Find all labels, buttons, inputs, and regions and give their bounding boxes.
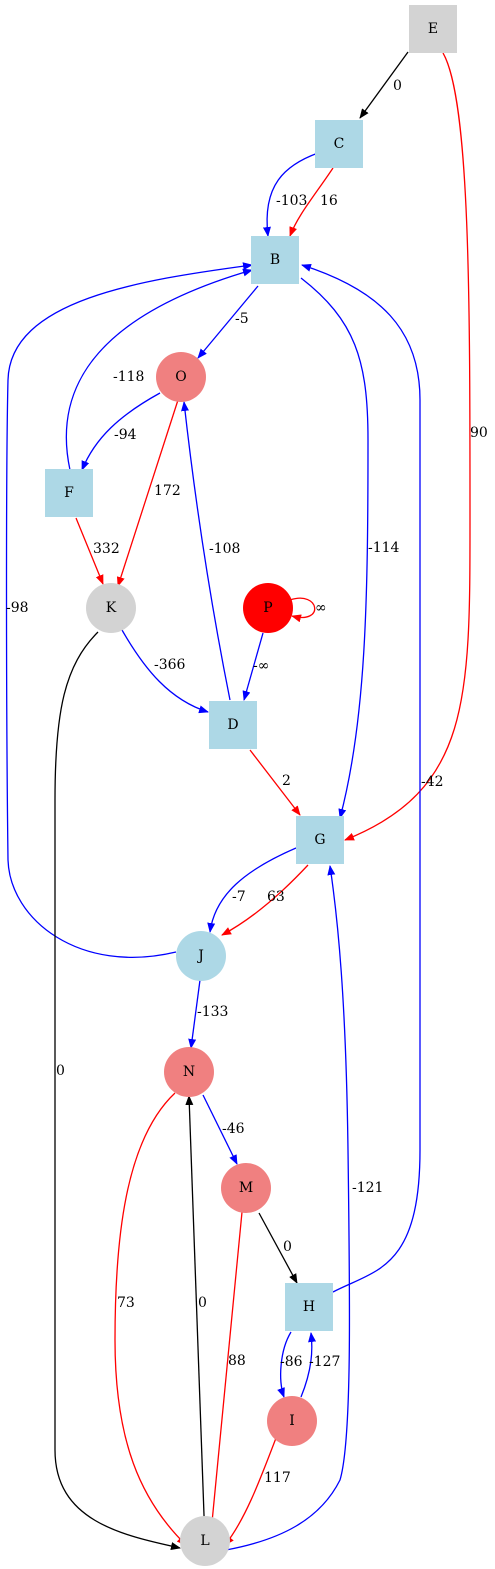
edge-label-m-h: 0 — [283, 1239, 292, 1255]
edge-labels: 0 90 -103 16 -5 -114 -118 -94 172 332 -3… — [6, 78, 488, 1486]
node-m[interactable]: M — [221, 1163, 271, 1213]
edge-label-l-n: 0 — [198, 1295, 207, 1311]
node-e-label: E — [428, 21, 438, 37]
edge-d-o — [181, 401, 231, 701]
edge-e-c — [359, 51, 409, 119]
node-e[interactable]: E — [409, 5, 457, 53]
node-c[interactable]: C — [315, 120, 363, 168]
edge-label-d-o: -108 — [209, 541, 240, 557]
edge-j-b — [5, 262, 253, 958]
edge-c-b-red — [289, 167, 334, 237]
edge-label-n-m: -46 — [222, 1121, 245, 1137]
edge-label-i-h: -127 — [309, 1354, 340, 1370]
edge-label-p-d: -∞ — [253, 658, 269, 674]
edge-label-n-l: 73 — [117, 1295, 135, 1311]
edge-o-f — [81, 392, 161, 471]
node-h-label: H — [303, 1299, 315, 1315]
edge-m-h — [258, 1212, 298, 1284]
edge-label-o-k: 172 — [154, 483, 181, 499]
edge-p-p — [289, 597, 316, 623]
node-n-label: N — [183, 1064, 195, 1080]
edge-label-f-b: -118 — [113, 369, 144, 385]
node-k[interactable]: K — [86, 583, 136, 633]
edge-j-n — [188, 979, 201, 1049]
node-l-label: L — [200, 1533, 209, 1549]
node-g[interactable]: G — [296, 816, 344, 864]
edge-k-d — [121, 629, 209, 714]
node-d-label: D — [227, 717, 238, 733]
node-d[interactable]: D — [209, 701, 257, 749]
edge-label-b-g: -114 — [368, 540, 400, 556]
edge-n-m — [202, 1094, 238, 1165]
edge-b-o — [197, 285, 259, 359]
edge-o-k — [116, 399, 179, 587]
edge-c-b-blue — [262, 152, 319, 237]
edge-label-k-d: -366 — [154, 657, 186, 673]
edge-label-j-b: -98 — [6, 600, 29, 616]
node-p-label: P — [263, 600, 272, 616]
edge-p-d — [242, 632, 264, 701]
edge-f-b — [65, 268, 253, 471]
edge-label-f-k: 332 — [93, 541, 120, 557]
node-f[interactable]: F — [45, 469, 93, 517]
edge-i-l — [224, 1437, 277, 1546]
node-p[interactable]: P — [243, 583, 293, 633]
edge-label-g-j-red: 63 — [267, 889, 285, 905]
node-l[interactable]: L — [180, 1516, 230, 1566]
edges — [5, 51, 471, 1551]
edge-i-h — [300, 1332, 317, 1398]
node-m-label: M — [239, 1180, 253, 1196]
node-g-label: G — [314, 832, 325, 848]
edge-l-g — [225, 865, 351, 1551]
edge-label-b-o: -5 — [235, 311, 249, 327]
node-j-label: J — [196, 948, 204, 964]
edge-label-d-g: 2 — [282, 773, 291, 789]
edge-label-k-l: 0 — [56, 1063, 65, 1079]
edge-g-j-blue — [207, 847, 297, 933]
edge-h-b — [301, 263, 421, 1293]
edge-b-g — [300, 277, 369, 819]
edge-label-h-b: -42 — [421, 774, 444, 790]
node-k-label: K — [106, 600, 117, 616]
edge-h-i — [277, 1331, 292, 1398]
edge-l-n — [185, 1095, 206, 1544]
edge-label-g-j-blue: -7 — [232, 889, 246, 905]
edge-k-l — [54, 631, 181, 1551]
edge-f-k — [75, 517, 104, 585]
nodes: E C B F D G H O — [45, 5, 457, 1566]
node-i-label: I — [289, 1413, 295, 1429]
edge-m-l — [206, 1211, 243, 1544]
node-i[interactable]: I — [267, 1396, 317, 1446]
node-o[interactable]: O — [156, 352, 206, 402]
node-o-label: O — [175, 369, 186, 385]
edge-label-i-l: 117 — [264, 1470, 291, 1486]
edge-label-m-l: 88 — [228, 1353, 246, 1369]
node-n[interactable]: N — [164, 1047, 214, 1097]
node-h[interactable]: H — [285, 1283, 333, 1331]
edge-label-l-g: -121 — [352, 1180, 383, 1196]
edge-label-c-b-blue: -103 — [276, 193, 307, 209]
edge-label-c-b-red: 16 — [320, 193, 338, 209]
node-b[interactable]: B — [251, 236, 299, 284]
edge-label-e-g: 90 — [470, 425, 488, 441]
edge-d-g — [249, 749, 301, 816]
edge-label-j-n: -133 — [197, 1004, 228, 1020]
edge-n-l — [114, 1092, 187, 1546]
edge-label-o-f: -94 — [114, 427, 137, 443]
node-c-label: C — [334, 136, 345, 152]
edge-label-h-i: -86 — [280, 1354, 303, 1370]
node-f-label: F — [64, 485, 74, 501]
edge-label-p-p: ∞ — [315, 600, 327, 616]
edge-g-j-red — [221, 864, 309, 936]
node-b-label: B — [270, 252, 280, 268]
node-j[interactable]: J — [176, 931, 226, 981]
edge-label-e-c: 0 — [393, 78, 402, 94]
edge-e-g — [344, 52, 471, 841]
